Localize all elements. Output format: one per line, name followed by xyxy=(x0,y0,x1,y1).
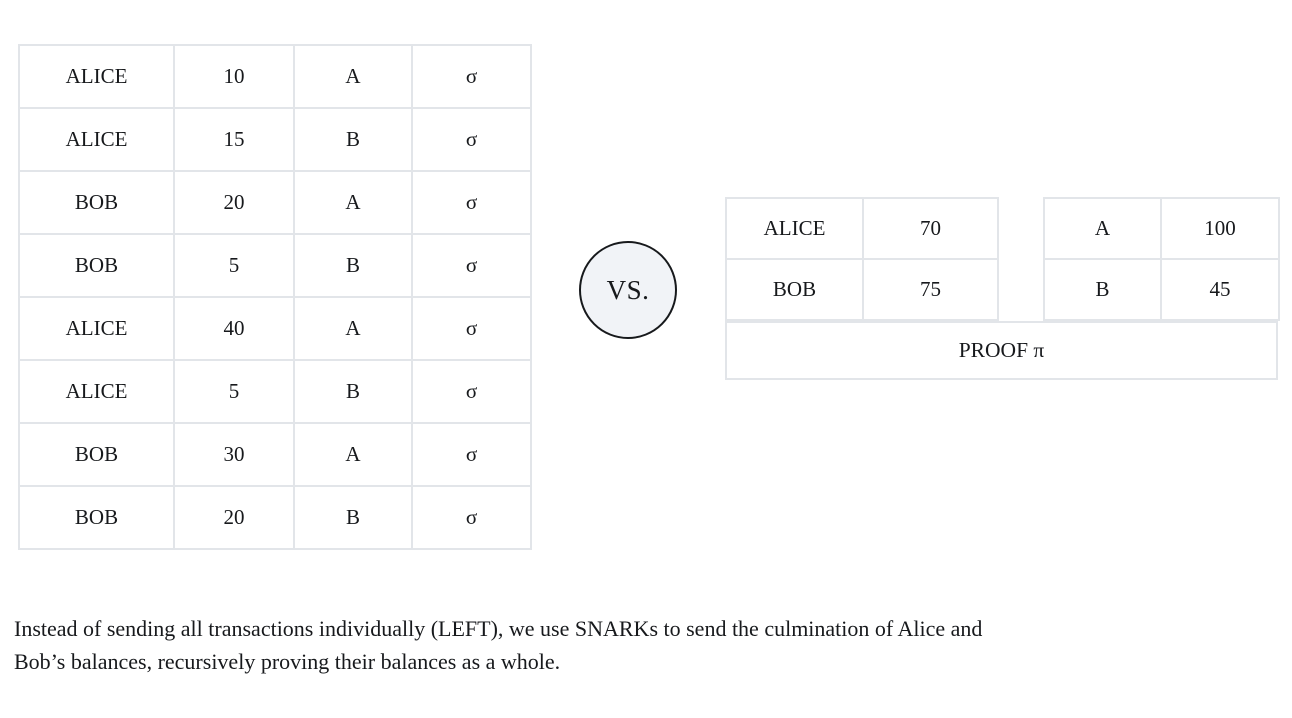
cell-amount: 10 xyxy=(173,44,295,109)
table-row: BOB 5 B σ xyxy=(18,233,532,298)
table-row: B 45 xyxy=(1043,258,1280,321)
table-row: A 100 xyxy=(1043,197,1280,260)
assets-table: A 100 B 45 xyxy=(1043,197,1280,321)
table-row: ALICE 5 B σ xyxy=(18,359,532,424)
cell-signature: σ xyxy=(411,485,532,550)
vs-badge: VS. xyxy=(579,241,677,339)
cell-asset: A xyxy=(293,170,413,235)
cell-asset: A xyxy=(293,296,413,361)
cell-amount: 5 xyxy=(173,233,295,298)
cell-amount: 20 xyxy=(173,485,295,550)
cell-asset: A xyxy=(1043,197,1162,260)
cell-balance: 70 xyxy=(862,197,999,260)
cell-asset: A xyxy=(293,44,413,109)
cell-amount: 5 xyxy=(173,359,295,424)
cell-account: BOB xyxy=(725,258,864,321)
cell-amount: 15 xyxy=(173,107,295,172)
cell-signature: σ xyxy=(411,44,532,109)
table-row: ALICE 15 B σ xyxy=(18,107,532,172)
cell-signature: σ xyxy=(411,107,532,172)
cell-sender: ALICE xyxy=(18,296,175,361)
cell-sender: BOB xyxy=(18,422,175,487)
balances-table: ALICE 70 BOB 75 xyxy=(725,197,999,321)
cell-sender: BOB xyxy=(18,170,175,235)
cell-asset: B xyxy=(293,359,413,424)
cell-asset: B xyxy=(293,233,413,298)
cell-account: ALICE xyxy=(725,197,864,260)
cell-sender: ALICE xyxy=(18,44,175,109)
cell-asset: B xyxy=(293,107,413,172)
cell-signature: σ xyxy=(411,296,532,361)
transactions-table: ALICE 10 A σ ALICE 15 B σ BOB 20 A σ BOB… xyxy=(18,44,532,550)
table-row: BOB 20 B σ xyxy=(18,485,532,550)
table-row: BOB 20 A σ xyxy=(18,170,532,235)
proof-cell: PROOF π xyxy=(725,321,1278,380)
table-row: ALICE 10 A σ xyxy=(18,44,532,109)
cell-amount: 30 xyxy=(173,422,295,487)
cell-signature: σ xyxy=(411,422,532,487)
cell-amount: 40 xyxy=(173,296,295,361)
cell-signature: σ xyxy=(411,233,532,298)
cell-signature: σ xyxy=(411,359,532,424)
cell-sender: ALICE xyxy=(18,107,175,172)
cell-balance: 75 xyxy=(862,258,999,321)
cell-amount: 20 xyxy=(173,170,295,235)
table-row: ALICE 70 xyxy=(725,197,999,260)
caption-line: Instead of sending all transactions indi… xyxy=(14,616,983,641)
cell-total: 100 xyxy=(1160,197,1280,260)
vs-label: VS. xyxy=(606,274,650,305)
cell-sender: ALICE xyxy=(18,359,175,424)
table-row: BOB 30 A σ xyxy=(18,422,532,487)
figure-caption: Instead of sending all transactions indi… xyxy=(14,612,1286,678)
caption-line: Bob’s balances, recursively proving thei… xyxy=(14,649,561,674)
cell-asset: B xyxy=(293,485,413,550)
table-row: ALICE 40 A σ xyxy=(18,296,532,361)
cell-sender: BOB xyxy=(18,233,175,298)
proof-label: PROOF π xyxy=(958,338,1045,362)
cell-signature: σ xyxy=(411,170,532,235)
cell-asset: B xyxy=(1043,258,1162,321)
table-row: BOB 75 xyxy=(725,258,999,321)
cell-sender: BOB xyxy=(18,485,175,550)
cell-asset: A xyxy=(293,422,413,487)
cell-total: 45 xyxy=(1160,258,1280,321)
